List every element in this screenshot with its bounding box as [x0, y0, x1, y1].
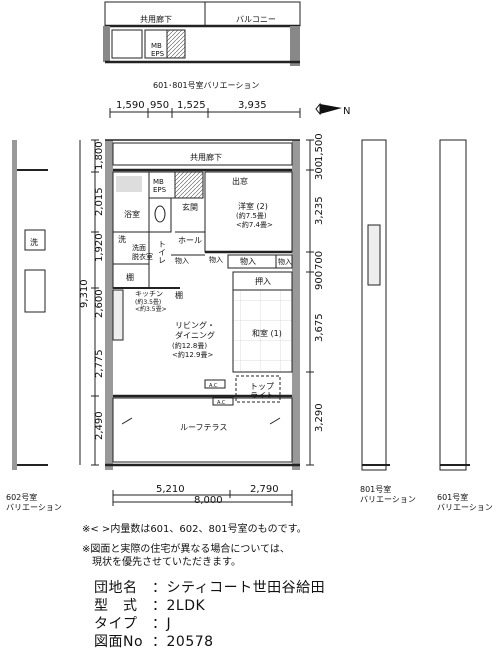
note-3: 現状を優先させていただきます。: [82, 557, 241, 568]
north-arrow-icon: [315, 102, 342, 116]
toilet-label: トイレ: [158, 240, 167, 264]
right-dimension-line: [306, 139, 314, 466]
right-dimension-2: 1,500: [314, 133, 325, 162]
caption-601-line2: バリエーション: [437, 503, 493, 512]
variation-eps-label: EPS: [151, 50, 165, 58]
north-label: N: [343, 106, 350, 117]
info-row-type: 型 式 ：2LDK: [94, 598, 205, 615]
bottom-dimension-line: [112, 490, 293, 506]
note-1: ※< >内量数は601、602、801号室のものです。: [82, 524, 307, 535]
variation-balcony-label: バルコニー: [236, 15, 276, 24]
caption-801-line1: 801号室: [360, 484, 391, 494]
variation-801-strip: [361, 139, 390, 471]
eps-label: EPS: [153, 186, 167, 194]
left-dimension-1: 1,800: [94, 141, 105, 170]
variation-801-caption: 801号室 バリエーション: [360, 484, 416, 504]
right-dimension-4: 900: [314, 271, 325, 290]
western-room-size-2: <約7.4畳>: [236, 220, 273, 229]
info-label-type: 型 式: [94, 598, 138, 614]
kitchen-name: キッチン: [135, 290, 163, 298]
info-value-drawing: ：20578: [152, 634, 214, 650]
caption-801-line2: バリエーション: [360, 495, 416, 504]
ld-name-2: ダイニング: [175, 330, 215, 340]
variation-601-801-caption: 601･801号室バリエーション: [153, 80, 259, 90]
info-value-type: ：2LDK: [152, 598, 206, 614]
caption-601-line1: 601号室: [437, 492, 468, 502]
caption-602-line1: 602号室: [6, 492, 37, 502]
ac-label-1: A.C: [209, 383, 218, 389]
storage-label-3: 物入: [278, 257, 292, 266]
kitchen-size-2: <約3.5畳>: [135, 305, 167, 313]
info-row-drawing: 図面No ：20578: [94, 634, 214, 651]
caption-602-line2: バリエーション: [6, 503, 62, 512]
right-dimension-7: 3,290: [314, 403, 325, 432]
hall-label: ホール: [178, 236, 202, 245]
shelf-label-1: 棚: [126, 272, 134, 282]
entrance-label: 玄関: [182, 202, 198, 212]
left-dimension-line: [79, 139, 99, 466]
variation-601-caption: 601号室 バリエーション: [437, 492, 493, 512]
variation-602-wash: 洗: [30, 237, 38, 247]
variation-601-801-plan: [103, 1, 301, 66]
ac-label-2: A.C: [217, 400, 226, 406]
wash-label: 洗: [118, 234, 126, 244]
left-dimension-2: 2,015: [94, 187, 105, 216]
roof-terrace-label: ルーフテラス: [180, 423, 227, 432]
left-dimension-4: 2,600: [94, 289, 105, 318]
ld-size-1: (約12.8畳): [172, 341, 207, 350]
top-dimension-4: 3,935: [238, 100, 267, 111]
toplight-label-2: ライト: [250, 391, 274, 400]
variation-mb-label: MB: [151, 42, 162, 50]
variation-601-strip: [439, 139, 470, 471]
bath-label: 浴室: [124, 209, 140, 219]
ld-size-2: <約12.9畳>: [172, 350, 213, 359]
storage-label-2: 物入: [240, 256, 256, 266]
info-value-kind: ：J: [152, 616, 172, 632]
right-dimension-5: 700: [314, 251, 325, 270]
right-dimension-6: 3,675: [314, 313, 325, 342]
info-row-kind: タイプ ：J: [94, 616, 171, 633]
corridor-label: 共用廊下: [190, 152, 222, 162]
left-dimension-3: 1,920: [94, 233, 105, 262]
variation-602-strip: [12, 140, 48, 470]
bottom-dimension-2: 2,790: [250, 484, 279, 495]
info-row-danchi: 団地名 ：シティコート世田谷給田: [94, 580, 325, 597]
kitchen-size-1: (約3.5畳): [135, 298, 161, 306]
info-label-kind: タイプ: [94, 616, 138, 632]
mb-label: MB: [153, 178, 164, 186]
corridor-sub-label: 出窓: [232, 176, 248, 186]
washroom-label-2: 脱衣室: [132, 252, 153, 261]
info-label-drawing: 図面No: [94, 634, 144, 650]
washroom-label-1: 洗面: [132, 243, 146, 252]
top-dimension-2: 950: [150, 100, 169, 111]
variation-602-caption: 602号室 バリエーション: [6, 492, 62, 512]
note-2: ※図面と実際の住宅が異なる場合については、: [82, 544, 290, 555]
bottom-dimension-1: 5,210: [156, 484, 185, 495]
oshiire-label: 押入: [255, 276, 271, 286]
right-dimension-3: 3,235: [314, 196, 325, 225]
bottom-dimension-total: 8,000: [194, 495, 223, 506]
info-value-danchi: ：シティコート世田谷給田: [152, 580, 326, 596]
shelf-label-2: 棚: [175, 290, 183, 300]
info-label-danchi: 団地名: [94, 580, 138, 596]
storage-label-1: 物入: [209, 255, 223, 264]
variation-corridor-label: 共用廊下: [140, 14, 172, 24]
toplight-label-1: トップ: [250, 382, 274, 391]
western-room-size-1: (約7.5畳): [236, 211, 267, 220]
top-dimension-line: [109, 108, 301, 118]
right-dimension-1: 300: [314, 161, 325, 180]
left-dimension-total: 9,310: [79, 279, 90, 308]
main-plan: [105, 139, 300, 470]
washitsu-label: 和室 (1): [252, 328, 282, 338]
top-dimension-3: 1,525: [177, 100, 206, 111]
western-room-name: 洋室 (2): [238, 201, 268, 211]
left-dimension-6: 2,490: [94, 411, 105, 440]
storage-label-4: 物入: [175, 256, 189, 265]
top-dimension-1: 1,590: [116, 100, 145, 111]
ld-name-1: リビング・: [175, 320, 215, 330]
left-dimension-5: 2,775: [94, 349, 105, 378]
